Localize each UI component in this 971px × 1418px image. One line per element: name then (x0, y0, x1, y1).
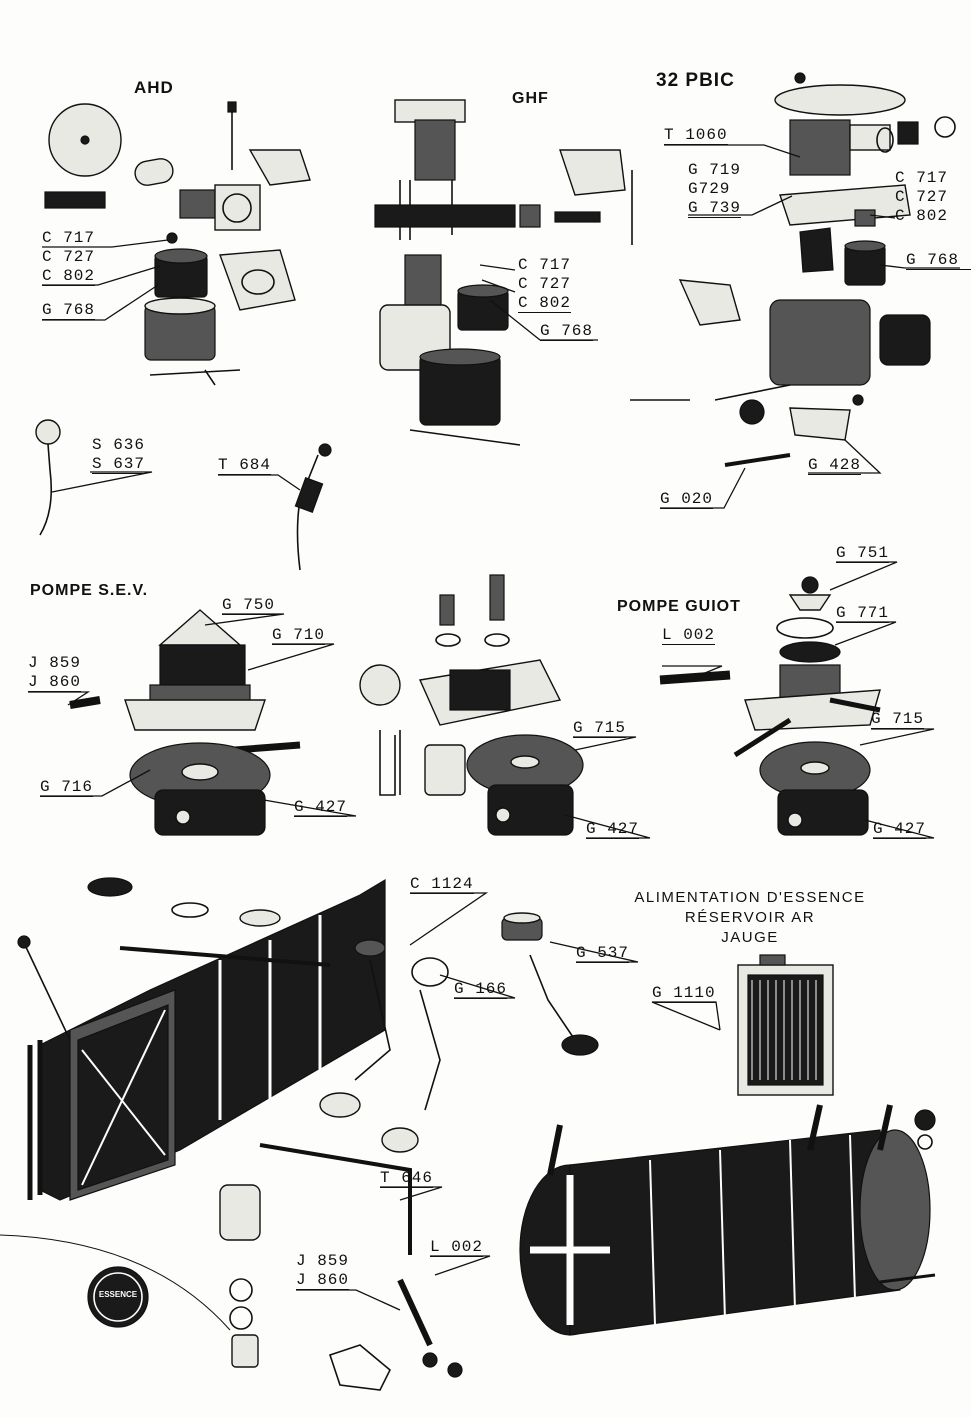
pbic-title: 32 PBIC (656, 70, 735, 91)
pbic-carburettor-drawing (630, 72, 956, 467)
middle-pump-drawing (359, 574, 584, 836)
part-label: G 427 (873, 820, 927, 839)
part-label: G 427 (586, 820, 640, 839)
ahd-carburettor-drawing (44, 101, 311, 386)
part-label: G 768 (540, 322, 594, 341)
part-label: G 768 (42, 301, 96, 320)
ghf-carburettor-drawing (374, 99, 633, 446)
part-label: G 768 (906, 251, 971, 270)
part-label: G 751 (836, 544, 890, 563)
caption-line-3: JAUGE (721, 929, 779, 946)
part-label: T 684 (218, 456, 272, 475)
part-label: G 715 (871, 710, 925, 729)
part-label: G 739 (688, 199, 742, 218)
part-label: G 537 (576, 944, 630, 963)
essence-cap-text: ESSENCE (98, 1290, 138, 1299)
part-label: C 717 (895, 169, 949, 187)
part-label: C 727 (42, 248, 96, 266)
part-label: J 859 (296, 1252, 350, 1270)
pompe-sev-title: POMPE S.E.V. (30, 582, 149, 599)
part-label: G 428 (808, 456, 862, 475)
part-label: C 717 (518, 256, 572, 274)
part-label: G 716 (40, 778, 94, 797)
part-label: T 646 (380, 1169, 434, 1188)
part-label: G 750 (222, 596, 276, 615)
part-label: J 859 (28, 654, 82, 672)
part-label: C 727 (518, 275, 572, 293)
part-label: L 002 (662, 626, 716, 645)
fuel-supply-caption: ALIMENTATION D'ESSENCE RÉSERVOIR AR JAUG… (590, 888, 910, 948)
part-label: G 020 (660, 490, 714, 509)
part-label: L 002 (430, 1238, 484, 1257)
part-label: G 771 (836, 604, 890, 623)
gauge-sender-drawing (501, 912, 599, 1056)
right-fuel-tank-drawing (519, 1104, 936, 1336)
pompe-sev-drawing (69, 609, 301, 836)
essence-cap-badge (87, 1266, 149, 1328)
ghf-title: GHF (512, 90, 549, 107)
part-label: C 717 (42, 229, 96, 247)
ahd-title: AHD (134, 78, 174, 97)
part-label: J 860 (296, 1271, 350, 1290)
part-label: G729 (688, 180, 731, 198)
caption-line-2: RÉSERVOIR AR (684, 909, 816, 926)
part-label: C 802 (895, 207, 949, 225)
part-label: J 860 (28, 673, 82, 692)
part-label: G 710 (272, 626, 326, 645)
part-label: C 1124 (410, 875, 474, 894)
choke-cable-drawings (35, 419, 332, 571)
part-label: G 166 (454, 980, 508, 999)
part-label: C 802 (518, 294, 572, 313)
part-label: T 1060 (664, 126, 728, 145)
jauge-canister-drawing (737, 954, 834, 1096)
pompe-guiot-drawing (659, 576, 881, 836)
part-label: C 727 (895, 188, 949, 206)
part-label: G 719 (688, 161, 742, 179)
caption-line-1: ALIMENTATION D'ESSENCE (634, 889, 866, 906)
part-label: S 636 (92, 436, 146, 454)
part-label: G 427 (294, 798, 348, 817)
part-label: G 1110 (652, 984, 716, 1003)
part-label: C 802 (42, 267, 96, 286)
left-fuel-tank-drawing (0, 877, 463, 1391)
part-label: S 637 (92, 455, 146, 474)
part-label: G 715 (573, 719, 627, 738)
pompe-guiot-title: POMPE GUIOT (617, 598, 741, 615)
